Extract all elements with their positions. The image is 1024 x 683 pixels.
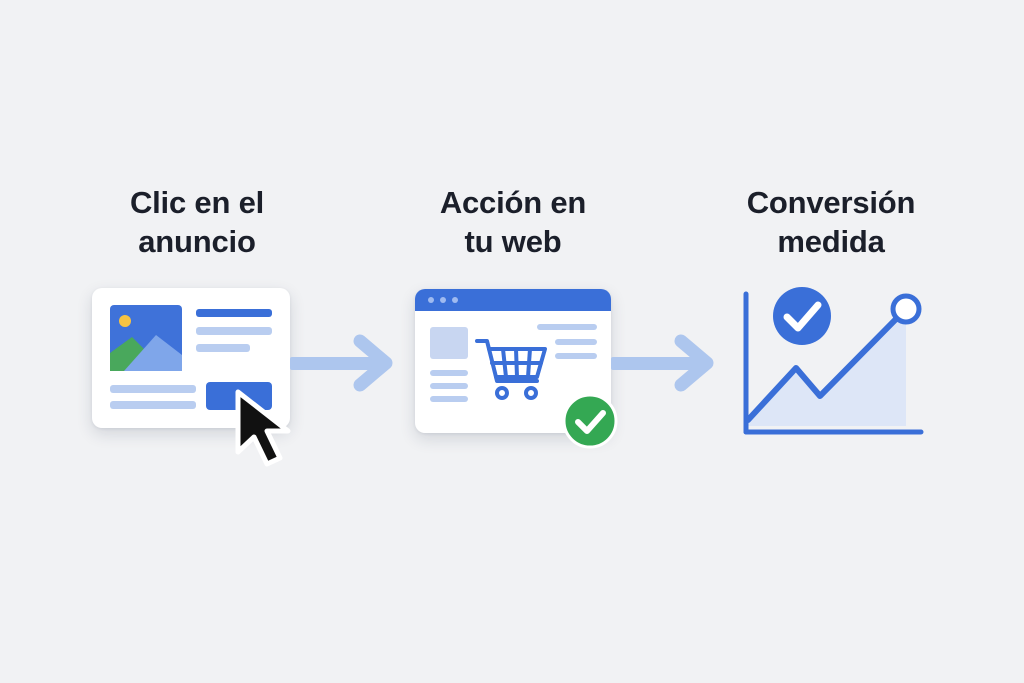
step-2-title: Acción en tu web — [393, 183, 633, 261]
arrow-right-icon — [611, 334, 714, 392]
browser-dot-icon — [440, 297, 446, 303]
check-mark-icon — [783, 301, 822, 332]
arrow-right-icon — [290, 334, 393, 392]
web-text-line — [555, 339, 597, 345]
browser-dot-icon — [452, 297, 458, 303]
image-placeholder-icon — [110, 305, 182, 371]
web-text-line — [537, 324, 597, 330]
step-1-title-line2: anuncio — [138, 224, 256, 259]
success-check-icon — [562, 393, 618, 449]
growth-chart-icon — [743, 287, 924, 435]
web-text-line — [430, 370, 468, 376]
ad-text-line — [196, 344, 250, 352]
browser-dot-icon — [428, 297, 434, 303]
step-2-title-line2: tu web — [464, 224, 562, 259]
web-text-line — [555, 353, 597, 359]
step-3-title-line1: Conversión — [746, 185, 916, 220]
conversion-check-badge — [773, 287, 831, 345]
web-text-line — [430, 396, 468, 402]
mouse-cursor-icon — [235, 389, 291, 467]
ad-headline-line — [196, 309, 272, 317]
ad-text-line — [110, 385, 196, 393]
web-text-line — [430, 383, 468, 389]
step-3-title: Conversión medida — [711, 183, 951, 261]
product-image-placeholder — [430, 327, 468, 359]
shopping-cart-icon — [475, 339, 547, 400]
browser-title-bar — [415, 289, 611, 311]
chart-trend-line — [745, 313, 902, 423]
step-3-title-line2: medida — [777, 224, 885, 259]
step-1-title-line1: Clic en el — [129, 185, 265, 220]
ad-text-line — [110, 401, 196, 409]
ad-text-line — [196, 327, 272, 335]
step-2-title-line1: Acción en — [439, 185, 587, 220]
chart-area — [748, 308, 906, 426]
chart-endpoint-marker — [890, 293, 922, 325]
step-1-title: Clic en el anuncio — [77, 183, 317, 261]
